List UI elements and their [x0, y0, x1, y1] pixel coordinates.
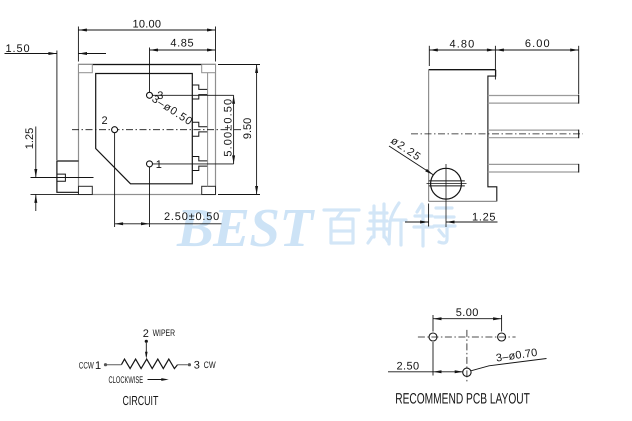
svg-text:1: 1	[156, 159, 162, 171]
svg-text:1: 1	[95, 360, 101, 372]
svg-text:CCW: CCW	[79, 359, 94, 370]
svg-text:10.00: 10.00	[133, 18, 162, 30]
svg-text:CW: CW	[204, 359, 216, 370]
svg-text:WIPER: WIPER	[153, 328, 176, 339]
svg-text:BEST: BEST	[176, 197, 315, 258]
svg-text:1.25: 1.25	[472, 212, 496, 224]
svg-text:6.00: 6.00	[525, 38, 551, 50]
svg-text:2: 2	[101, 115, 107, 127]
svg-text:5.00±0.50: 5.00±0.50	[223, 98, 235, 157]
svg-text:3–ø0.70: 3–ø0.70	[495, 347, 538, 365]
svg-text:2.50±0.50: 2.50±0.50	[164, 211, 220, 223]
svg-text:4.80: 4.80	[449, 38, 475, 50]
svg-text:CLOCKWISE: CLOCKWISE	[109, 375, 144, 386]
svg-text:1.50: 1.50	[6, 43, 31, 55]
svg-text:2: 2	[143, 328, 149, 340]
svg-text:4.85: 4.85	[170, 38, 194, 50]
svg-text:9.50: 9.50	[242, 118, 254, 139]
svg-text:5.00: 5.00	[456, 307, 479, 319]
svg-text:2.50: 2.50	[397, 360, 420, 372]
svg-text:3: 3	[194, 360, 200, 372]
svg-text:3: 3	[157, 90, 163, 102]
svg-text:CIRCUIT: CIRCUIT	[123, 393, 159, 408]
svg-text:RECOMMEND PCB LAYOUT: RECOMMEND PCB LAYOUT	[395, 391, 530, 408]
svg-text:1.25: 1.25	[24, 128, 36, 149]
